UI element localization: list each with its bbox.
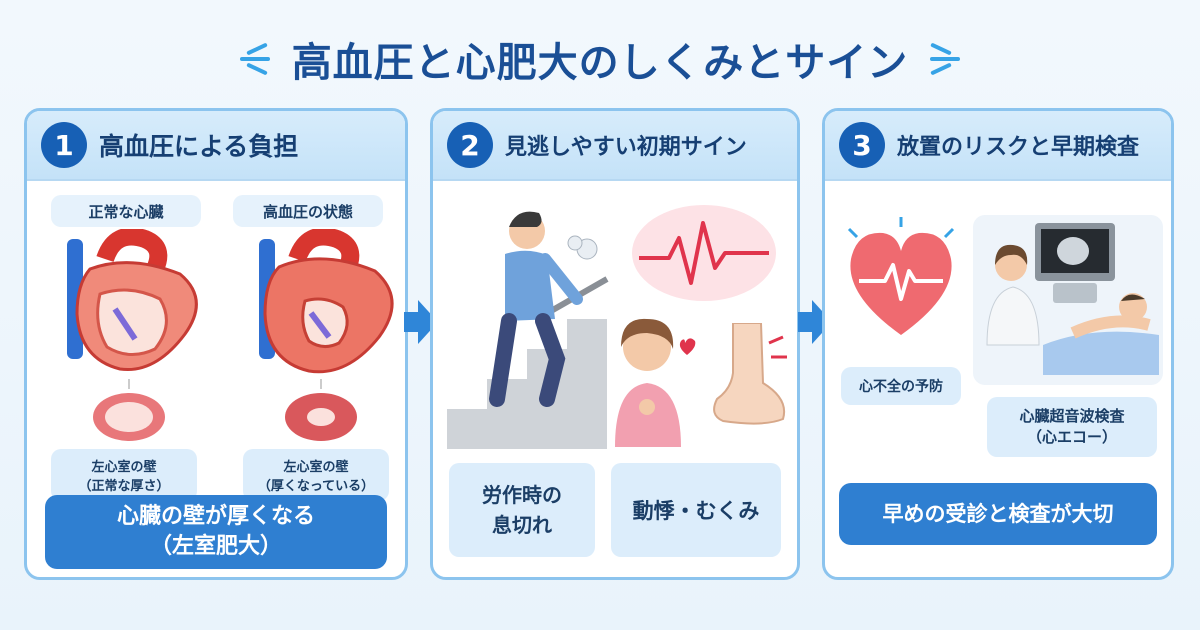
panel-header: 1 高血圧による負担 [27, 111, 405, 181]
step-number-1: 1 [41, 122, 87, 168]
panel-hypertension-burden: 1 高血圧による負担 正常な心臓 高血圧の状態 左心室の壁 （正常な厚さ） 左心… [24, 108, 408, 580]
early-visit-banner: 早めの受診と検査が大切 [839, 483, 1157, 545]
panel-heading: 見逃しやすい初期サイン [505, 135, 747, 160]
lv-hypertrophy-banner: 心臓の壁が厚くなる （左室肥大） [45, 495, 387, 569]
heartbeat-ecg-icon [632, 205, 776, 301]
banner-line: 心臓の壁が厚くなる [116, 504, 315, 530]
caption-line: （厚くなっている） [257, 479, 375, 494]
thick-wall-caption: 左心室の壁 （厚くなっている） [243, 449, 389, 501]
panel-header: 2 見逃しやすい初期サイン [433, 111, 797, 181]
sparkle-right-icon [930, 42, 961, 76]
heart-health-icon [847, 217, 955, 335]
normal-heart-label: 正常な心臓 [51, 195, 201, 227]
echocardiogram-label: 心臓超音波検査 （心エコー） [987, 397, 1157, 457]
normal-wall-section-icon [93, 379, 165, 441]
caption-line: 左心室の壁 [91, 460, 157, 475]
normal-wall-caption: 左心室の壁 （正常な厚さ） [51, 449, 197, 501]
hypertension-heart-label: 高血圧の状態 [233, 195, 383, 227]
panel-header: 3 放置のリスクと早期検査 [825, 111, 1171, 181]
sign-line: 労作時の [482, 483, 562, 507]
panel-heading: 高血圧による負担 [99, 132, 299, 161]
hypertensive-heart-icon [259, 229, 394, 374]
sparkle-left-icon [239, 42, 270, 76]
exam-line: （心エコー） [1026, 428, 1117, 446]
normal-heart-icon [67, 229, 198, 372]
heart-failure-prevention-label: 心不全の予防 [841, 367, 961, 405]
banner-line: （左室肥大） [149, 534, 282, 559]
caption-line: 左心室の壁 [283, 460, 349, 475]
title-bar: 高血圧と心肥大のしくみとサイン [0, 24, 1200, 94]
caption-line: （正常な厚さ） [78, 479, 170, 494]
page-title: 高血圧と心肥大のしくみとサイン [291, 40, 909, 86]
panel-heading: 放置のリスクと早期検査 [897, 135, 1140, 160]
echocardiogram-scene-icon [973, 215, 1163, 385]
panel-risk-early-exam: 3 放置のリスクと早期検査 心不全の予防 心臓超音波検査 （心エコー） 早めの受… [822, 108, 1174, 580]
sign-palpitations-swelling: 動悸・むくみ [611, 463, 781, 557]
woman-palpitations-icon [615, 318, 696, 447]
man-climbing-stairs-icon [447, 211, 609, 449]
sign-shortness-of-breath: 労作時の 息切れ [449, 463, 595, 557]
sign-line: 息切れ [492, 513, 552, 537]
exam-line: 心臓超音波検査 [1019, 407, 1125, 425]
step-number-2: 2 [447, 122, 493, 168]
thick-wall-section-icon [285, 379, 357, 441]
swollen-foot-icon [713, 323, 787, 425]
panel-early-signs: 2 見逃しやすい初期サイン 労作時の 息切れ 動悸・むくみ [430, 108, 800, 580]
step-number-3: 3 [839, 122, 885, 168]
